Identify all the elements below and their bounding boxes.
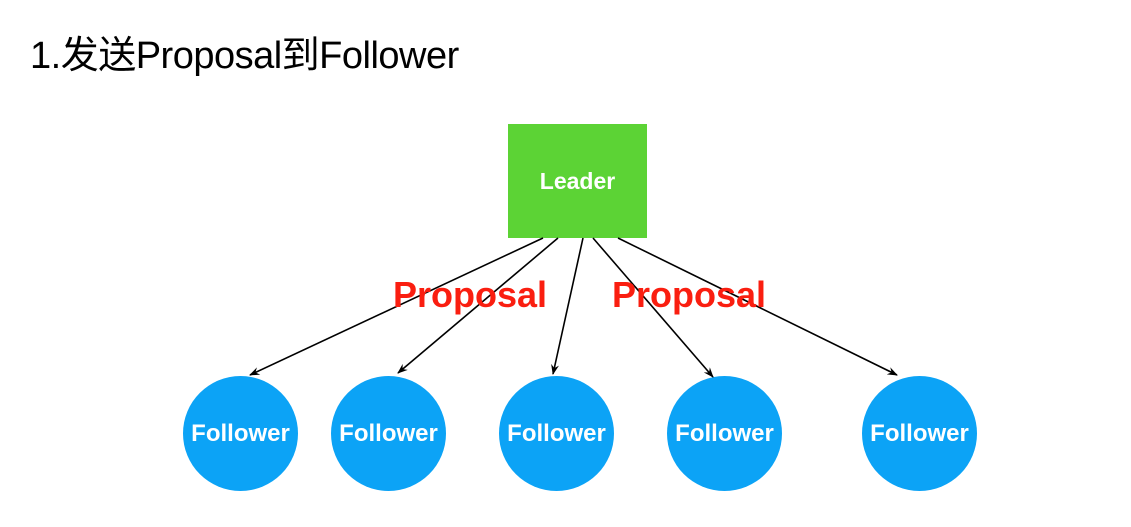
follower-node-5-label: Follower xyxy=(870,419,969,447)
follower-node-2-label: Follower xyxy=(339,419,438,447)
leader-node: Leader xyxy=(508,124,647,238)
follower-node-1-label: Follower xyxy=(191,419,290,447)
follower-node-4: Follower xyxy=(667,376,782,491)
leader-node-label: Leader xyxy=(539,167,616,194)
proposal-edge-label-2: Proposal xyxy=(612,274,767,315)
follower-node-2: Follower xyxy=(331,376,446,491)
follower-node-3: Follower xyxy=(499,376,614,491)
follower-node-5: Follower xyxy=(862,376,977,491)
proposal-edge-label-1: Proposal xyxy=(393,274,548,315)
follower-node-4-label: Follower xyxy=(675,419,774,447)
page-title: 1.发送Proposal到Follower xyxy=(30,35,459,77)
follower-node-3-label: Follower xyxy=(507,419,606,447)
follower-node-1: Follower xyxy=(183,376,298,491)
arrow-leader-to-follower-3 xyxy=(551,237,584,375)
